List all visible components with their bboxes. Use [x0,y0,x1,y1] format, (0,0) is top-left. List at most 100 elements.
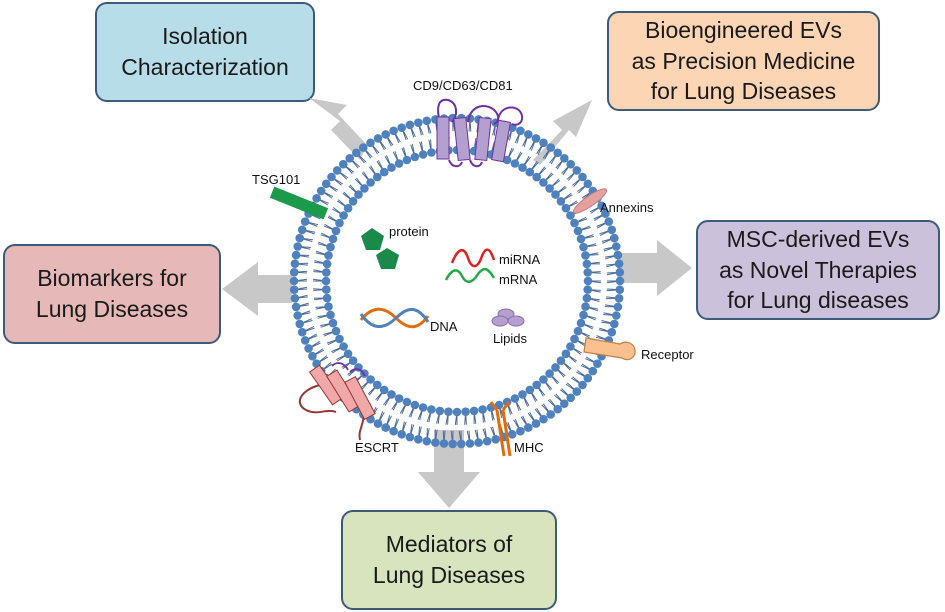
lipid-head [327,172,336,182]
dna-label: DNA [430,319,458,334]
lipid-head [354,190,363,199]
lipid-head [561,203,571,213]
arrow-to-mediators [418,430,480,508]
lipid-head [461,407,470,417]
lipid-head [556,356,566,366]
lipid-head [546,143,555,152]
lipid-head [610,319,619,329]
box-line: Biomarkers for [37,265,187,292]
lipid-head [546,410,555,419]
box-line: as Precision Medicine [631,47,856,74]
lipid-head [331,226,341,236]
lipid-head [339,342,348,351]
lipid-head [615,276,625,286]
lipid-head [414,118,423,127]
lipid-head [573,226,583,236]
lipid-head [560,154,569,163]
lipid-head [614,259,624,269]
lipid-head [324,251,333,260]
lipid-head [402,155,412,165]
box-line: MSC-derived EVs [726,226,910,253]
lipid-head [566,342,575,351]
tsg101-label: TSG101 [252,172,300,187]
lipid-head [581,251,590,260]
box-line: Characterization [121,54,289,80]
lipid-head [389,126,398,136]
lipid-head [291,250,301,260]
lipid-head [502,155,512,165]
box-line: for Lung diseases [727,287,909,314]
lipid-head [532,172,541,182]
lipid-head [418,150,428,159]
lipid-head [545,184,554,193]
lipid-head [556,197,566,206]
mirna-label: miRNA [499,252,540,267]
lipid-head [322,293,332,303]
lipid-head [328,318,338,328]
lipid-head [576,318,586,328]
lipid-head [379,385,389,395]
lipid-head [583,179,593,189]
box-line: Mediators of [385,531,513,558]
lipid-head [439,439,449,448]
lipid-head [335,334,344,344]
lipid-head [510,394,520,403]
lipid-head [566,211,575,220]
lipid-head [418,403,428,412]
tsg101-protein [269,186,329,220]
mirna-strand [450,248,496,268]
dna-icon [359,307,430,329]
lipid-head [573,326,583,336]
lipid-head [581,302,590,311]
lipid-head [524,423,533,432]
lipid-head [597,201,606,211]
lipid-head [531,134,541,143]
lipid-head [474,438,483,447]
lipid-head [366,138,375,148]
lipid-head [560,399,569,409]
lipid-head [613,250,623,260]
lipid-head [601,209,610,218]
lipid-head [572,166,582,175]
lipid-head [339,211,348,220]
lipid-head [304,344,313,353]
annexin-protein [572,188,608,214]
lipid-head [397,123,407,132]
arrow-to-msc [617,240,692,296]
lipid-head [387,390,396,399]
lipid-head [553,404,562,414]
lipid-head [289,276,299,286]
mediators-box: Mediators of Lung Diseases [341,510,557,610]
lipid-head [427,405,436,414]
lipid-head [387,163,396,172]
mhc-protein [489,401,512,457]
protein-icon [376,248,399,269]
lipid-head [518,163,527,172]
lipid-head [510,159,520,168]
lipid-head [381,130,391,139]
lipid-head [494,400,504,410]
lipid-head [615,268,625,277]
lipid-head [345,154,355,163]
receptor-protein [583,337,636,361]
lipid-head [583,268,592,277]
lipid-head [291,302,301,312]
lipid-head [576,234,586,244]
annexins-label: Annexins [600,200,654,215]
lipid-head [332,166,342,175]
lipid-head [300,336,310,345]
lipid-head [348,197,358,206]
lipid-head [289,268,299,277]
lipid-head [343,349,353,359]
lipid-head [508,430,517,439]
lipid-head [531,419,541,428]
lipid-head [422,116,432,126]
lipid-head [516,126,525,136]
lipid-head [582,259,592,269]
lipid-head [321,276,331,286]
lipid-head [588,366,598,376]
lipid-head [295,233,305,243]
lipid-head [308,351,317,361]
lipid-head [360,184,369,193]
lipid-head [402,397,412,407]
